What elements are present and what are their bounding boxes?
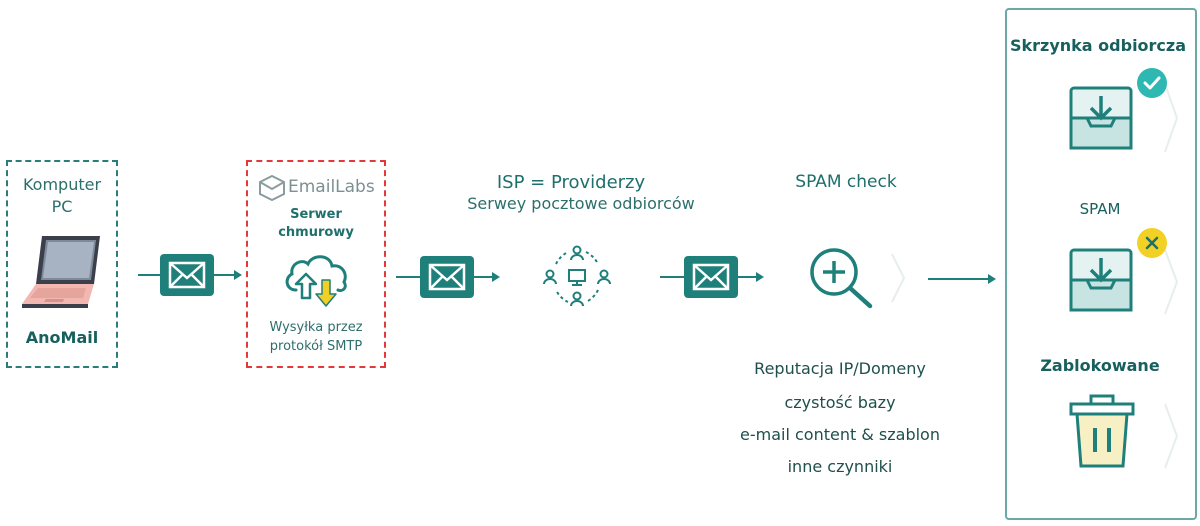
server-desc-line1: Wysyłka przez (269, 320, 363, 335)
x-icon (1145, 236, 1159, 250)
destinations-panel: Skrzynka odbiorcza SPAM Zablokowane (1005, 8, 1197, 520)
check-icon (1143, 76, 1161, 90)
email-flow-arrow (660, 256, 764, 298)
server-role-line1: Serwer (290, 207, 342, 222)
sender-pc-box: Komputer PC AnoMail (6, 160, 118, 368)
server-brand: EmailLabs (288, 177, 375, 197)
laptop-icon (22, 236, 100, 308)
server-desc-line2: protokół SMTP (269, 339, 363, 354)
flow-arrow (928, 274, 996, 284)
isp-title: ISP = Providerzy (496, 172, 646, 193)
spam-factor: czystość bazy (784, 393, 896, 412)
network-users-icon (543, 245, 611, 307)
check-badge (1137, 68, 1167, 98)
trash-icon (1069, 394, 1179, 469)
sender-title: Komputer PC (8, 174, 116, 218)
spam-label: SPAM (1079, 200, 1121, 218)
server-role: Serwer chmurowy (248, 206, 384, 242)
spam-check-title: SPAM check (795, 172, 897, 192)
x-badge (1137, 228, 1167, 258)
sender-title-line2: PC (51, 197, 73, 216)
inbox-download-icon (1069, 83, 1179, 153)
spam-factor: Reputacja IP/Domeny (754, 359, 926, 378)
isp-subtitle: Serwey pocztowe odbiorców (467, 194, 695, 213)
cloud-upload-download-icon (285, 255, 347, 307)
inbox-download-icon (1069, 248, 1179, 315)
sender-name: AnoMail (25, 328, 99, 347)
server-role-line2: chmurowy (278, 225, 354, 240)
sender-title-line1: Komputer (22, 175, 102, 194)
spam-factor: inne czynniki (787, 457, 893, 476)
email-flow-arrow (396, 256, 500, 298)
email-flow-arrow (138, 254, 242, 296)
magnifier-plus-icon (810, 248, 906, 309)
server-description: Wysyłka przez protokół SMTP (248, 318, 384, 356)
cloud-server-box: EmailLabs Serwer chmurowy Wysyłka przez … (246, 160, 386, 368)
spam-factor: e-mail content & szablon (740, 425, 940, 444)
emaillabs-logo-icon (259, 174, 285, 202)
inbox-label: Skrzynka odbiorcza (1009, 36, 1187, 55)
blocked-label: Zablokowane (1040, 356, 1160, 375)
